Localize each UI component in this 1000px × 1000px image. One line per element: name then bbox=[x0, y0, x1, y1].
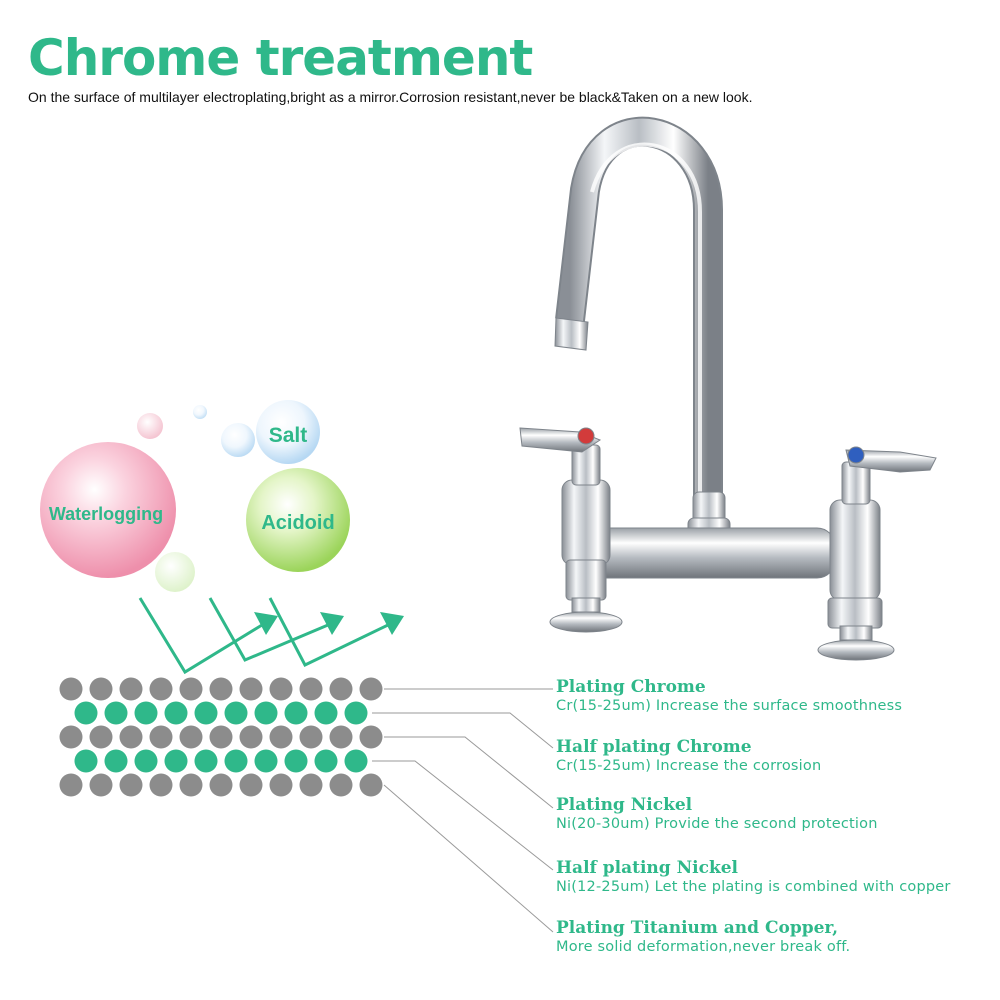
gray-layer-dot bbox=[299, 773, 323, 797]
green-layer-dot bbox=[134, 749, 158, 773]
layer-label-plating-chrome: Plating Chrome Cr(15-25um) Increase the … bbox=[556, 677, 902, 715]
gray-layer-dot bbox=[269, 677, 293, 701]
gray-layer-dot bbox=[359, 677, 383, 701]
gray-layer-dot bbox=[119, 773, 143, 797]
salt-bubble: Salt bbox=[256, 400, 320, 464]
leader-line bbox=[383, 784, 554, 933]
layer-label-half-plating-chrome: Half plating Chrome Cr(15-25um) Increase… bbox=[556, 737, 821, 775]
gray-layer-dot bbox=[89, 773, 113, 797]
gray-layer-dot bbox=[149, 725, 173, 749]
gray-layer-dot bbox=[179, 725, 203, 749]
green-layer-dot bbox=[344, 749, 368, 773]
leader-line bbox=[384, 736, 554, 809]
reflection-arrows bbox=[138, 597, 404, 675]
gray-layer-dot bbox=[119, 677, 143, 701]
layer-desc: Ni(12-25um) Let the plating is combined … bbox=[556, 879, 951, 895]
gray-layer-dot bbox=[269, 773, 293, 797]
gray-layer-dot bbox=[89, 725, 113, 749]
layer-name: Half plating Nickel bbox=[556, 858, 739, 878]
gray-layer-dot bbox=[59, 773, 83, 797]
green-layer-dot bbox=[74, 701, 98, 725]
acidoid-bubble: Acidoid bbox=[246, 468, 350, 572]
small-bubble-icon bbox=[155, 552, 195, 592]
page-subtitle: On the surface of multilayer electroplat… bbox=[28, 89, 753, 105]
green-layer-dot bbox=[344, 701, 368, 725]
green-layer-dot bbox=[314, 701, 338, 725]
leader-line bbox=[372, 712, 554, 749]
reflection-arrow bbox=[268, 597, 389, 667]
layer-label-titanium-copper: Plating Titanium and Copper, More solid … bbox=[556, 918, 850, 956]
gray-layer-dot bbox=[209, 725, 233, 749]
layer-label-half-plating-nickel: Half plating Nickel Ni(12-25um) Let the … bbox=[556, 858, 951, 896]
green-layer-dot bbox=[104, 701, 128, 725]
gray-layer-dot bbox=[329, 773, 353, 797]
gray-layer-dot bbox=[239, 677, 263, 701]
layer-name: Half plating Chrome bbox=[556, 737, 752, 757]
gray-layer-dot bbox=[149, 677, 173, 701]
gray-layer-dot bbox=[239, 773, 263, 797]
leader-line bbox=[372, 760, 554, 871]
gray-layer-dot bbox=[299, 677, 323, 701]
gray-layer-dot bbox=[359, 773, 383, 797]
gray-layer-dot bbox=[149, 773, 173, 797]
layer-desc: Cr(15-25um) Increase the corrosion bbox=[556, 758, 822, 774]
gray-layer-dot bbox=[299, 725, 323, 749]
faucet-image bbox=[519, 116, 937, 661]
leader-lines bbox=[372, 688, 554, 933]
layer-desc: Ni(20-30um) Provide the second protectio… bbox=[556, 816, 878, 832]
acidoid-label: Acidoid bbox=[261, 512, 334, 534]
green-layer-dot bbox=[134, 701, 158, 725]
green-layer-dot bbox=[314, 749, 338, 773]
green-layer-dot bbox=[104, 749, 128, 773]
layer-name: Plating Titanium and Copper, bbox=[556, 918, 839, 938]
gray-layer-dot bbox=[59, 725, 83, 749]
green-layer-dot bbox=[194, 749, 218, 773]
gray-layer-dot bbox=[209, 677, 233, 701]
green-layer-dot bbox=[284, 749, 308, 773]
reflection-arrow bbox=[208, 597, 329, 662]
green-layer-dot bbox=[164, 749, 188, 773]
gray-layer-dot bbox=[329, 725, 353, 749]
plating-layers-diagram bbox=[59, 677, 383, 797]
green-layer-dot bbox=[224, 701, 248, 725]
gray-layer-dot bbox=[179, 773, 203, 797]
small-bubble-icon bbox=[137, 413, 163, 439]
gray-layer-dot bbox=[359, 725, 383, 749]
green-layer-dot bbox=[254, 749, 278, 773]
gray-layer-dot bbox=[209, 773, 233, 797]
layer-desc: More solid deformation,never break off. bbox=[556, 939, 851, 955]
gray-layer-dot bbox=[329, 677, 353, 701]
green-layer-dot bbox=[74, 749, 98, 773]
small-bubble-icon bbox=[193, 405, 207, 419]
layer-name: Plating Nickel bbox=[556, 795, 693, 815]
layer-desc: Cr(15-25um) Increase the surface smoothn… bbox=[556, 698, 903, 714]
layer-name: Plating Chrome bbox=[556, 677, 706, 697]
salt-label: Salt bbox=[269, 424, 308, 447]
waterlogging-bubble: Waterlogging bbox=[40, 442, 176, 578]
green-layer-dot bbox=[284, 701, 308, 725]
gray-layer-dot bbox=[59, 677, 83, 701]
gray-layer-dot bbox=[269, 725, 293, 749]
threat-bubbles: Salt Waterlogging Acidoid bbox=[40, 400, 350, 592]
green-layer-dot bbox=[194, 701, 218, 725]
green-layer-dot bbox=[164, 701, 188, 725]
green-layer-dot bbox=[224, 749, 248, 773]
gray-layer-dot bbox=[89, 677, 113, 701]
gray-layer-dot bbox=[119, 725, 143, 749]
waterlogging-label: Waterlogging bbox=[49, 504, 163, 524]
layer-label-plating-nickel: Plating Nickel Ni(20-30um) Provide the s… bbox=[556, 795, 878, 833]
small-bubble-icon bbox=[221, 423, 255, 457]
page-title: Chrome treatment bbox=[28, 29, 533, 87]
reflection-arrow bbox=[138, 597, 263, 675]
gray-layer-dot bbox=[239, 725, 263, 749]
green-layer-dot bbox=[254, 701, 278, 725]
gray-layer-dot bbox=[179, 677, 203, 701]
